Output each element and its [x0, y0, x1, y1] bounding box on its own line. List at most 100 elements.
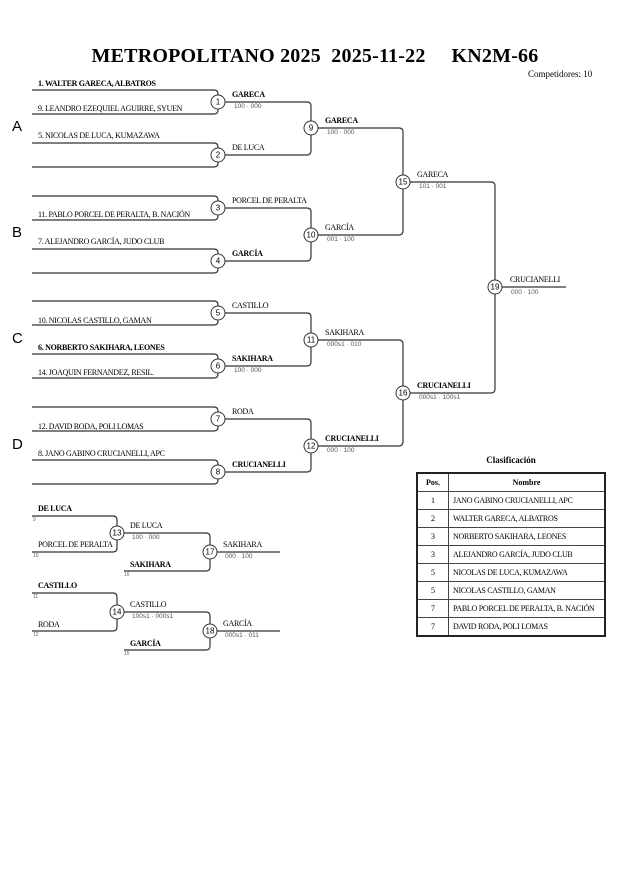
match-number: 4 [210, 253, 226, 269]
match-score: 000s1 · 010 [327, 341, 362, 348]
match-winner: SAKIHARA [325, 328, 364, 337]
match-winner: CRUCIANELLI [417, 381, 471, 390]
match-winner: GARECA [325, 116, 358, 125]
position: 5 [416, 581, 449, 600]
entrant-name: 1. WALTER GARECA, ALBATROS [38, 79, 156, 88]
bracket-m4 [32, 248, 219, 274]
match-number: 17 [202, 544, 218, 560]
repechage-ref: 10 [33, 553, 39, 559]
match-winner: SAKIHARA [232, 354, 273, 363]
match-winner: GARECA [232, 90, 265, 99]
match-number: 1 [210, 94, 226, 110]
match-number: 11 [303, 332, 319, 348]
classification-title: Clasificación [486, 455, 536, 465]
entrant-name: 14. JOAQUIN FERNANDEZ, RESIL. [38, 368, 154, 377]
match-number: 7 [210, 411, 226, 427]
match-number: 16 [395, 385, 411, 401]
match-score: 100 · 000 [327, 129, 355, 136]
competitors-count: Competidores: 10 [528, 69, 593, 79]
athlete-name: JANO GABINO CRUCIANELLI, APC [448, 491, 606, 510]
position: 7 [416, 599, 449, 618]
match-number: 15 [395, 174, 411, 190]
entrant-name: 8. JANO GABINO CRUCIANELLI, APC [38, 449, 165, 458]
match-number: 18 [202, 623, 218, 639]
match-number: 2 [210, 147, 226, 163]
match-number: 5 [210, 305, 226, 321]
match-winner: DE LUCA [130, 521, 163, 530]
match-winner: CRUCIANELLI [232, 460, 286, 469]
match-score: 100 · 000 [234, 367, 262, 374]
match-number: 12 [303, 438, 319, 454]
repechage-entrant: CASTILLO [38, 581, 77, 590]
bronze-winner: SAKIHARA [223, 540, 262, 549]
repechage-ref: 12 [33, 632, 39, 638]
match-score: 000s1 · 100s1 [419, 394, 461, 401]
name-header: Nombre [448, 472, 606, 492]
match-score: 000 · 100 [225, 553, 253, 560]
entrant-name: 11. PABLO PORCEL DE PERALTA, B. NACIÓN [38, 210, 190, 219]
entrant-name: 10. NICOLAS CASTILLO, GAMAN [38, 316, 152, 325]
match-score: 000 · 100 [327, 447, 355, 454]
position: 3 [416, 527, 449, 546]
match-winner: CRUCIANELLI [325, 434, 379, 443]
match-winner: DE LUCA [232, 143, 265, 152]
bronze-winner: GARCÍA [223, 619, 252, 628]
pool-label-b: B [12, 224, 23, 241]
bracket-m19 [403, 181, 496, 394]
athlete-name: DAVID RODA, POLI LOMAS [448, 617, 606, 637]
match-winner: GARECA [417, 170, 449, 179]
match-score: 100 · 000 [234, 103, 262, 110]
athlete-name: NICOLAS CASTILLO, GAMAN [448, 581, 606, 600]
entrant-name: 7. ALEJANDRO GARCÍA, JUDO CLUB [38, 237, 165, 246]
repechage-entrant: GARCÍA [130, 639, 161, 648]
athlete-name: PABLO PORCEL DE PERALTA, B. NACIÓN [448, 599, 606, 618]
position: 7 [416, 617, 449, 637]
match-number: 14 [109, 604, 125, 620]
final-score: 000 · 100 [511, 289, 539, 296]
match-number: 6 [210, 358, 226, 374]
match-winner: RODA [232, 407, 254, 416]
pos-header: Pos. [416, 472, 449, 492]
entrant-name: 5. NICOLAS DE LUCA, KUMAZAWA [38, 131, 160, 140]
repechage-ref: 15 [124, 651, 130, 657]
pool-label-a: A [12, 118, 23, 135]
repechage-entrant: SAKIHARA [130, 560, 171, 569]
match-winner: PORCEL DE PERALTA [232, 196, 307, 205]
match-winner: GARCÍA [232, 249, 263, 258]
position: 2 [416, 509, 449, 528]
position: 3 [416, 545, 449, 564]
repechage-ref: 11 [33, 594, 39, 600]
bracket-m8 [32, 459, 219, 485]
match-score: 100 · 000 [132, 534, 160, 541]
entrant-name: 9. LEANDRO EZEQUIEL AGUIRRE, SYUEN [38, 104, 183, 113]
pool-label-d: D [12, 436, 23, 453]
position: 5 [416, 563, 449, 582]
match-number: 3 [210, 200, 226, 216]
match-score: 001 · 100 [327, 236, 355, 243]
match-number: 13 [109, 525, 125, 541]
match-number: 9 [303, 120, 319, 136]
final-winner: CRUCIANELLI [510, 275, 561, 284]
match-winner: GARCÍA [325, 223, 354, 232]
match-number: 8 [210, 464, 226, 480]
repechage-entrant: PORCEL DE PERALTA [38, 540, 113, 549]
match-number: 10 [303, 227, 319, 243]
repechage-entrant: DE LUCA [38, 504, 72, 513]
repechage-entrant: RODA [38, 620, 60, 629]
bracket-m15 [311, 127, 404, 236]
bracket-m16 [311, 339, 404, 447]
match-score: 000s1 · 011 [225, 632, 259, 639]
classification-header-row: Pos. Nombre [416, 472, 606, 492]
position: 1 [416, 491, 449, 510]
athlete-name: NICOLAS DE LUCA, KUMAZAWA [448, 563, 606, 582]
athlete-name: NORBERTO SAKIHARA, LEONES [448, 527, 606, 546]
